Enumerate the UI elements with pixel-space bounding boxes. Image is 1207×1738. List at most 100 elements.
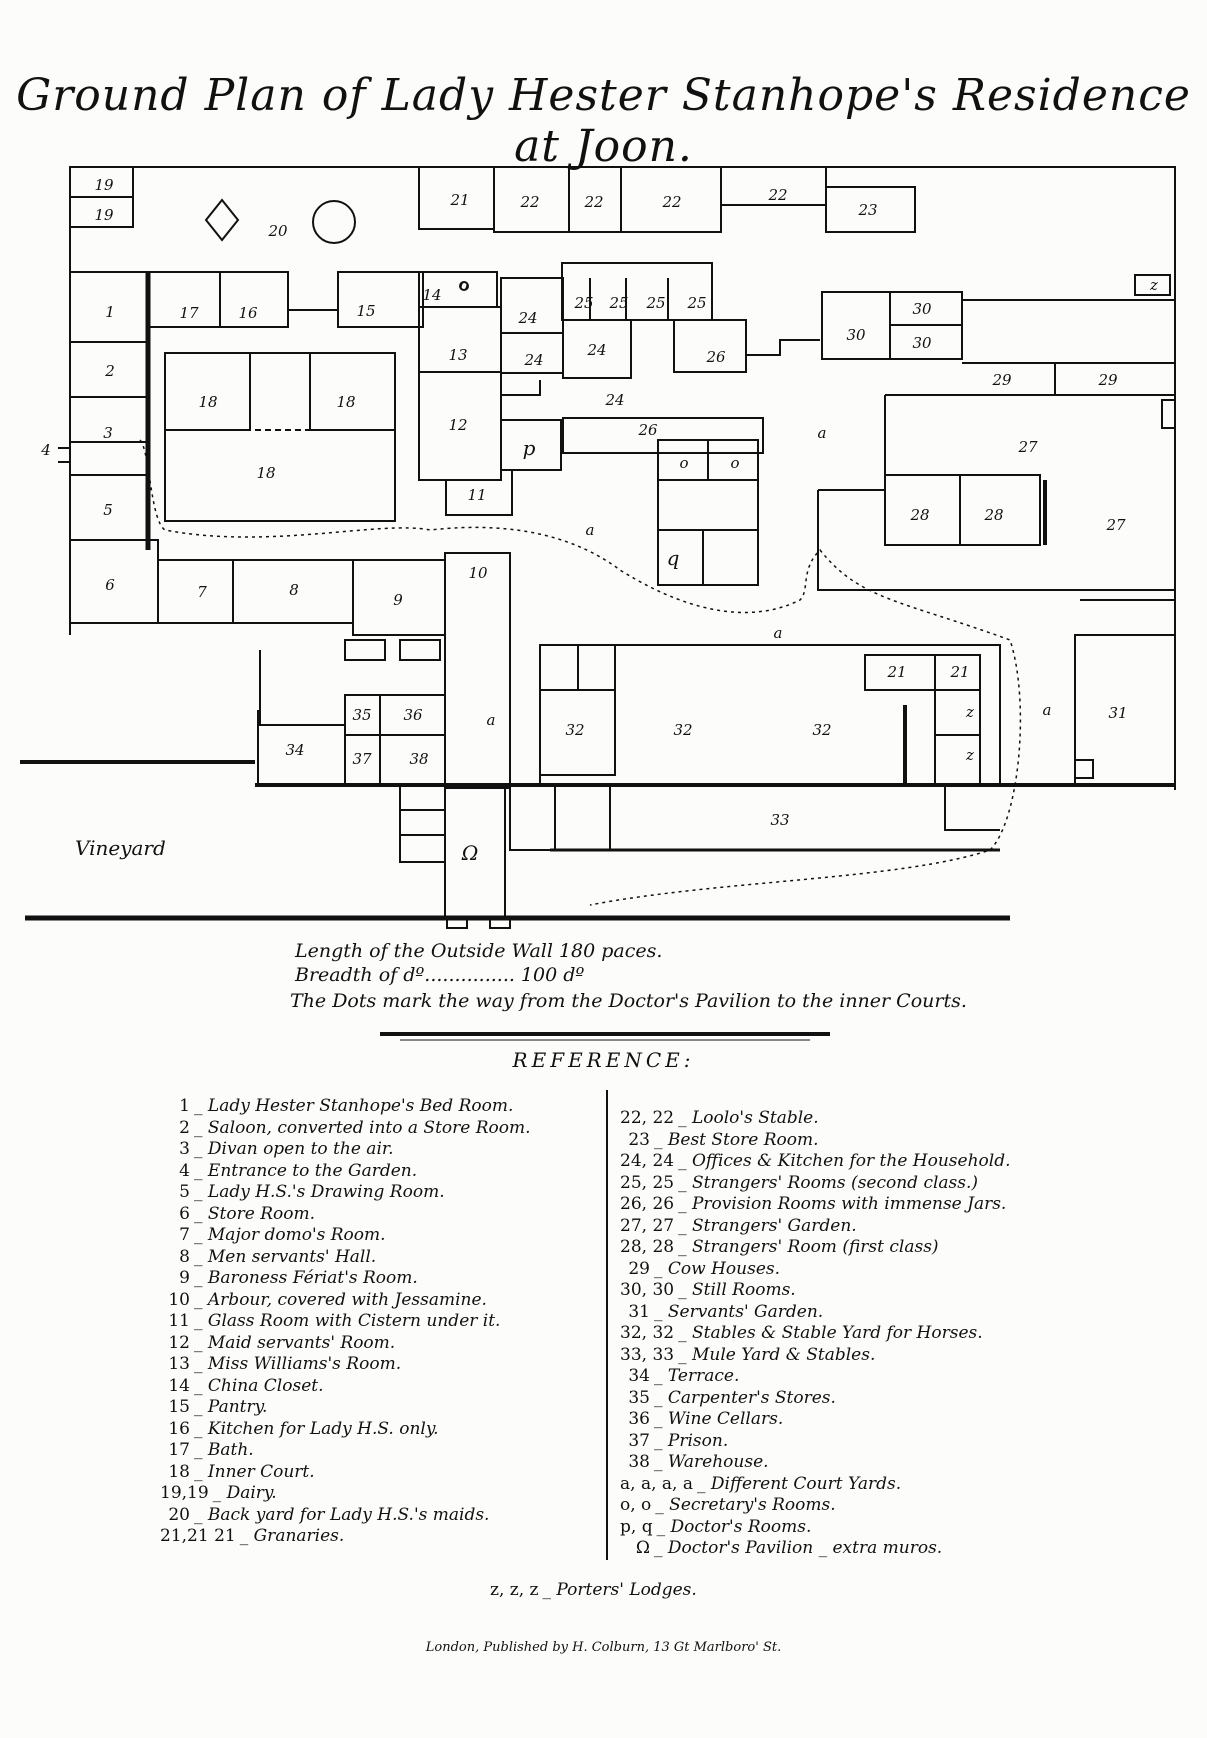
reference-heading: REFERENCE: [512, 1048, 695, 1072]
north-range [69, 166, 1171, 296]
reference-text: _ Baroness Fériat's Room. [194, 1268, 418, 1288]
reference-number: 11 [168, 1311, 190, 1331]
reference-text: _ Glass Room with Cistern under it. [194, 1311, 501, 1331]
reference-number: 33, 33 [620, 1344, 675, 1365]
room-label-r20: 20 [267, 222, 288, 240]
reference-item: 34_ Terrace. [620, 1366, 1011, 1388]
reference-text: _ Doctor's Rooms. [656, 1516, 812, 1537]
reference-text: _ Strangers' Rooms (second class.) [678, 1172, 979, 1193]
reference-item: 32, 32_ Stables & Stable Yard for Horses… [620, 1323, 1011, 1345]
vineyard-label: Vineyard [75, 836, 166, 860]
reference-number: 30, 30 [620, 1280, 675, 1300]
reference-item: 35_ Carpenter's Stores. [620, 1388, 1011, 1410]
reference-text: _ Carpenter's Stores. [654, 1387, 836, 1408]
reference-number: 12 [168, 1332, 190, 1353]
room-label-r32a: 32 [565, 721, 584, 739]
reference-text: _ Secretary's Rooms. [655, 1495, 836, 1515]
west-range [69, 271, 446, 636]
reference-text: _ Warehouse. [654, 1452, 769, 1472]
room-label-r13: 13 [448, 346, 467, 364]
reference-number: 2 [179, 1117, 190, 1138]
reference-item: 11_ Glass Room with Cistern under it. [160, 1311, 531, 1333]
room-label-ro2: o [679, 454, 688, 472]
room-label-r30b: 30 [912, 300, 932, 318]
reference-text: _ Back yard for Lady H.S.'s maids. [194, 1504, 490, 1525]
reference-item: a, a, a, a_ Different Court Yards. [620, 1474, 1011, 1496]
room-label-r28a: 28 [909, 506, 929, 524]
reference-item: 8_ Men servants' Hall. [160, 1247, 531, 1269]
reference-number: 22, 22 [620, 1108, 675, 1128]
room-label-r24a: 24 [517, 309, 537, 327]
room-label-r29a: 29 [991, 371, 1012, 389]
reference-number: 4 [179, 1160, 190, 1181]
room-label-r9: 9 [393, 591, 403, 609]
room-label-r28b: 28 [983, 506, 1003, 524]
reference-text: _ Offices & Kitchen for the Household. [678, 1151, 1011, 1171]
reference-item: p, q_ Doctor's Rooms. [620, 1517, 1011, 1539]
reference-number: 19,19 [160, 1483, 209, 1503]
room-label-r19a: 19 [94, 176, 114, 194]
reference-number: 1 [179, 1096, 190, 1116]
reference-text: _ Cow Houses. [654, 1258, 781, 1279]
reference-number: 23 [628, 1129, 650, 1150]
reference-list-left: 1_ Lady Hester Stanhope's Bed Room.2_ Sa… [160, 1096, 531, 1548]
reference-number: 6 [179, 1203, 190, 1224]
reference-number: 3 [179, 1139, 190, 1159]
room-label-r16: 16 [238, 304, 258, 322]
reference-text: _ Terrace. [654, 1366, 740, 1386]
ground-plan: 191920212222222223z117161514o24252525253… [20, 166, 1176, 929]
room-label-ra5: a [1043, 701, 1052, 719]
reference-text: _ Miss Williams's Room. [194, 1354, 402, 1374]
reference-item: 22, 22_ Loolo's Stable. [620, 1108, 1011, 1130]
reference-item: 7_ Major domo's Room. [160, 1225, 531, 1247]
reference-item: 23_ Best Store Room. [620, 1130, 1011, 1152]
room-label-r21c: 21 [949, 663, 969, 681]
reference-number: 18 [168, 1461, 190, 1482]
reference-number: o, o [620, 1495, 652, 1515]
outer-walls [20, 166, 1176, 921]
room-label-r30c: 30 [912, 334, 932, 352]
room-label-r22d: 22 [767, 186, 787, 204]
reference-text: _ Men servants' Hall. [194, 1246, 377, 1267]
reference-item: 17_ Bath. [160, 1440, 531, 1462]
reference-item: 21,21 21_ Granaries. [160, 1526, 531, 1548]
reference-text: _ Still Rooms. [678, 1280, 796, 1300]
room-label-r27b: 27 [1105, 516, 1126, 534]
reference-number: 8 [179, 1246, 190, 1267]
room-label-r31: 31 [1108, 704, 1127, 722]
reference-item: 2_ Saloon, converted into a Store Room. [160, 1117, 530, 1140]
room-label-r4: 4 [40, 441, 51, 459]
reference-item: 27, 27_ Strangers' Garden. [620, 1216, 1011, 1238]
room-label-rz3: z [965, 746, 974, 764]
reference-text: _ Arbour, covered with Jessamine. [194, 1289, 487, 1310]
room-label-r12: 12 [448, 416, 467, 434]
reference-item: 19,19_ Dairy. [160, 1483, 531, 1505]
reference-number: 34 [628, 1366, 650, 1386]
room-label-r37: 37 [352, 750, 372, 768]
reference-item: 24, 24_ Offices & Kitchen for the Househ… [620, 1151, 1011, 1173]
room-label-r11: 11 [467, 486, 486, 504]
reference-text: _ Porters' Lodges. [542, 1580, 697, 1600]
reference-number: 7 [179, 1225, 190, 1245]
room-label-r25a: 25 [573, 294, 593, 312]
room-label-r36: 36 [403, 706, 423, 724]
reference-text: _ Loolo's Stable. [678, 1108, 819, 1128]
room-label-ra2: a [586, 521, 595, 539]
room-label-r38: 38 [409, 750, 428, 768]
reference-item: 1_ Lady Hester Stanhope's Bed Room. [160, 1096, 531, 1118]
reference-item: 25, 25_ Strangers' Rooms (second class.) [620, 1173, 1011, 1195]
reference-bottom-item: z, z, z_ Porters' Lodges. [490, 1580, 697, 1602]
east-range [817, 291, 1176, 786]
room-label-ra1: a [818, 424, 827, 442]
room-label-r6: 6 [105, 576, 115, 594]
central-offices [418, 262, 820, 586]
reference-item: 31_ Servants' Garden. [620, 1302, 1011, 1324]
room-label-r29b: 29 [1097, 371, 1118, 389]
reference-item: 29_ Cow Houses. [620, 1259, 1011, 1281]
note-dots: The Dots mark the way from the Doctor's … [290, 990, 967, 1012]
room-label-r3: 3 [103, 424, 113, 442]
reference-text: _ China Closet. [194, 1375, 324, 1396]
room-label-r24d: 24 [604, 391, 624, 409]
reference-text: _ Kitchen for Lady H.S. only. [194, 1418, 439, 1439]
